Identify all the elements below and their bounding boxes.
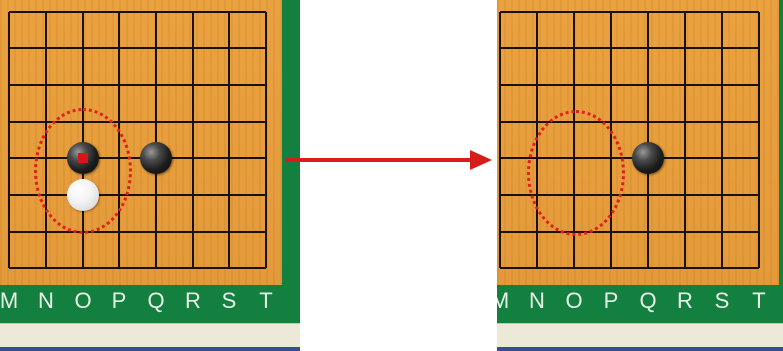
- column-label: T: [741, 288, 777, 314]
- go-board[interactable]: [0, 0, 282, 285]
- board-frame-edge: [282, 0, 300, 285]
- black-stone[interactable]: [632, 142, 664, 174]
- status-bar-border: [0, 347, 300, 351]
- column-label: O: [556, 288, 592, 314]
- board-frame-edge: [779, 0, 783, 285]
- column-label: R: [175, 288, 211, 314]
- black-stone[interactable]: [140, 142, 172, 174]
- column-label: O: [65, 288, 101, 314]
- column-label: R: [667, 288, 703, 314]
- column-label: N: [28, 288, 64, 314]
- arrow-right-icon: [286, 145, 496, 175]
- highlight-ellipse: [527, 110, 625, 236]
- board-panel-before: M N O P Q R S T: [0, 0, 300, 351]
- column-label: N: [519, 288, 555, 314]
- column-label: P: [101, 288, 137, 314]
- column-label: S: [704, 288, 740, 314]
- status-bar-border: [497, 347, 783, 351]
- status-bar: [0, 323, 300, 348]
- column-coordinates: M N O P Q R S T: [497, 285, 783, 323]
- column-label: S: [211, 288, 247, 314]
- column-label: M: [497, 288, 518, 314]
- column-coordinates: M N O P Q R S T: [0, 285, 300, 323]
- column-label: Q: [630, 288, 666, 314]
- highlight-ellipse: [34, 108, 132, 234]
- board-panel-after: M N O P Q R S T: [497, 0, 783, 351]
- column-label: Q: [138, 288, 174, 314]
- go-board[interactable]: [497, 0, 779, 285]
- column-label: M: [0, 288, 27, 314]
- status-bar: [497, 323, 783, 348]
- column-label: P: [593, 288, 629, 314]
- column-label: T: [248, 288, 284, 314]
